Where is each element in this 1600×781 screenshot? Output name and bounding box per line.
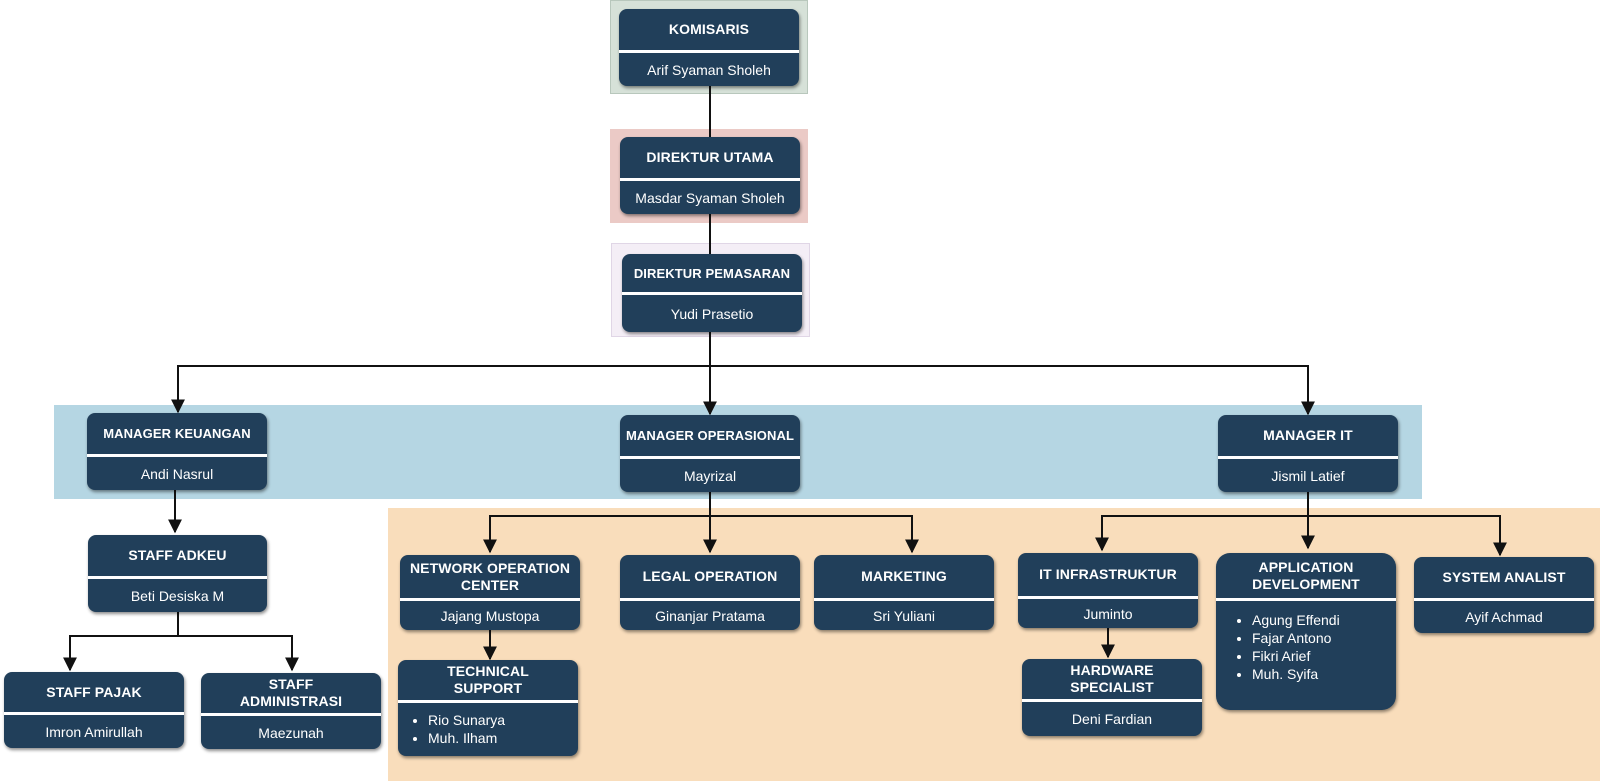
node-divider <box>620 598 800 601</box>
node-title: STAFF ADMINISTRASI <box>239 676 343 709</box>
node-name: Deni Fardian <box>1071 711 1153 727</box>
node-title: MARKETING <box>861 568 947 584</box>
legal-operation-node: LEGAL OPERATION Ginanjar Pratama <box>620 555 800 630</box>
node-title: KOMISARIS <box>668 21 750 37</box>
node-divider <box>619 50 799 53</box>
node-name: Jajang Mustopa <box>440 607 540 624</box>
system-analist-node: SYSTEM ANALIST Ayif Achmad <box>1414 557 1594 633</box>
node-divider <box>400 598 580 601</box>
node-divider <box>201 713 381 716</box>
node-divider <box>620 456 800 459</box>
node-name: Mayrizal <box>683 467 737 484</box>
direktur-utama-node: DIREKTUR UTAMA Masdar Syaman Sholeh <box>620 137 800 214</box>
node-name: Jismil Latief <box>1271 467 1345 484</box>
node-name: Imron Amirullah <box>45 723 143 740</box>
node-divider <box>1018 596 1198 599</box>
list-item: Muh. Ilham <box>428 729 578 747</box>
list-item: Fajar Antono <box>1252 629 1396 647</box>
list-item: Fikri Arief <box>1252 647 1396 665</box>
node-title: NETWORK OPERATION CENTER <box>409 559 571 593</box>
node-divider <box>1414 598 1594 601</box>
node-title: MANAGER KEUANGAN <box>103 426 251 441</box>
node-divider <box>88 576 267 579</box>
node-title: MANAGER IT <box>1263 427 1353 443</box>
direktur-pemasaran-node: DIREKTUR PEMASARAN Yudi Prasetio <box>622 254 802 332</box>
node-title: DIREKTUR UTAMA <box>646 149 774 165</box>
manager-operasional-node: MANAGER OPERASIONAL Mayrizal <box>620 415 800 492</box>
member-list: Agung Effendi Fajar Antono Fikri Arief M… <box>1216 601 1396 710</box>
node-name: Beti Desiska M <box>130 587 225 604</box>
node-divider <box>622 292 802 295</box>
node-divider <box>4 712 184 715</box>
application-development-node: APPLICATION DEVELOPMENT Agung Effendi Fa… <box>1216 553 1396 710</box>
list-item: Agung Effendi <box>1252 611 1396 629</box>
member-list: Rio Sunarya Muh. Ilham <box>398 703 578 756</box>
node-name: Masdar Syaman Sholeh <box>635 189 785 206</box>
node-divider <box>814 598 994 601</box>
staff-adkeu-node: STAFF ADKEU Beti Desiska M <box>88 535 267 612</box>
node-title: TECHNICAL SUPPORT <box>447 663 529 696</box>
manager-it-node: MANAGER IT Jismil Latief <box>1218 415 1398 492</box>
node-name: Yudi Prasetio <box>670 305 754 322</box>
node-name: Maezunah <box>258 724 324 741</box>
node-title: DIREKTUR PEMASARAN <box>633 265 791 281</box>
node-divider <box>1218 456 1398 459</box>
node-divider <box>1216 598 1396 601</box>
node-title: STAFF PAJAK <box>46 683 142 700</box>
node-title: IT INFRASTRUKTUR <box>1039 566 1177 582</box>
list-item: Muh. Syifa <box>1252 665 1396 683</box>
node-name: Arif Syaman Sholeh <box>647 61 771 78</box>
node-title: MANAGER OPERASIONAL <box>625 428 795 443</box>
node-title: STAFF ADKEU <box>128 547 227 563</box>
node-divider <box>398 700 578 703</box>
manager-keuangan-node: MANAGER KEUANGAN Andi Nasrul <box>87 413 267 490</box>
network-operation-center-node: NETWORK OPERATION CENTER Jajang Mustopa <box>400 555 580 630</box>
it-infrastruktur-node: IT INFRASTRUKTUR Juminto <box>1018 553 1198 628</box>
staff-pajak-node: STAFF PAJAK Imron Amirullah <box>4 672 184 748</box>
node-divider <box>87 454 267 457</box>
node-name: Andi Nasrul <box>140 465 214 482</box>
staff-administrasi-node: STAFF ADMINISTRASI Maezunah <box>201 673 381 749</box>
komisaris-node: KOMISARIS Arif Syaman Sholeh <box>619 9 799 86</box>
marketing-node: MARKETING Sri Yuliani <box>814 555 994 630</box>
node-name: Ayif Achmad <box>1465 609 1543 625</box>
hardware-specialist-node: HARDWARE SPECIALIST Deni Fardian <box>1022 659 1202 736</box>
node-name: Juminto <box>1083 605 1133 622</box>
node-title: HARDWARE SPECIALIST <box>1070 662 1154 695</box>
list-item: Rio Sunarya <box>428 711 578 729</box>
node-divider <box>620 178 800 181</box>
node-title: LEGAL OPERATION <box>642 568 778 584</box>
node-name: Ginanjar Pratama <box>655 607 765 624</box>
node-title: APPLICATION DEVELOPMENT <box>1252 558 1360 592</box>
node-divider <box>1022 699 1202 702</box>
operations-band <box>388 508 1600 781</box>
node-title: SYSTEM ANALIST <box>1442 569 1566 585</box>
technical-support-node: TECHNICAL SUPPORT Rio Sunarya Muh. Ilham <box>398 660 578 756</box>
node-name: Sri Yuliani <box>872 607 935 624</box>
